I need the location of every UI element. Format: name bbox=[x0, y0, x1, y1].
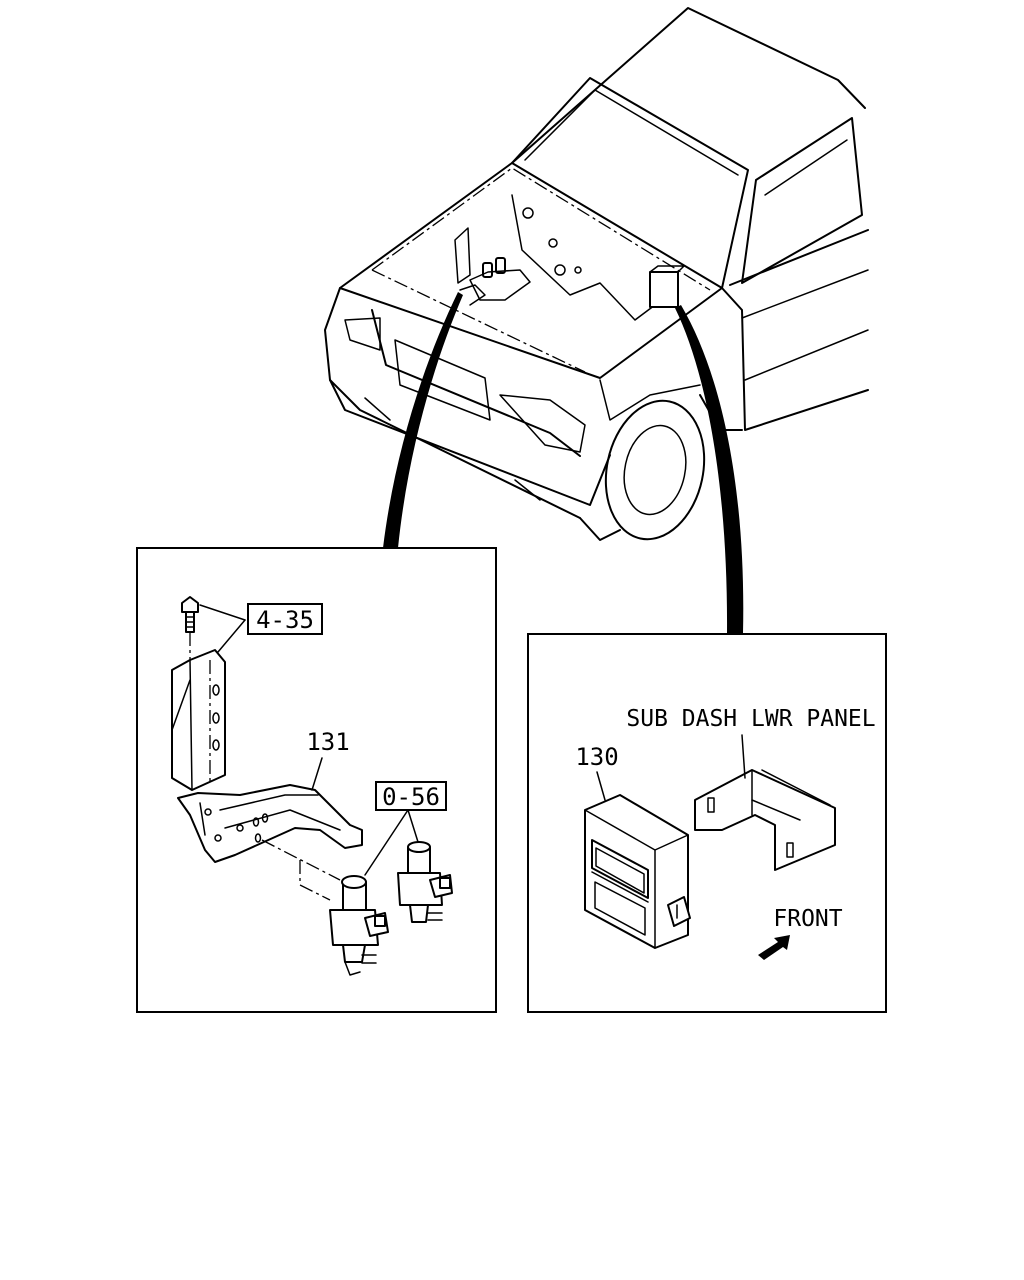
front-direction-arrow-icon bbox=[758, 935, 790, 960]
vehicle-illustration bbox=[324, 7, 869, 541]
callout-4-35: 4-35 bbox=[247, 603, 323, 635]
bolt bbox=[181, 596, 199, 660]
vacuum-solenoid-valve bbox=[397, 841, 453, 923]
callout-0-56: 0-56 bbox=[375, 781, 447, 811]
callout-0-56-text: 0-56 bbox=[382, 783, 440, 811]
front-direction-label: FRONT bbox=[773, 906, 842, 932]
bracket-detail-panel: 4-35 131 0-56 bbox=[136, 547, 497, 1013]
sub-dash-panel-label: SUB DASH LWR PANEL bbox=[626, 706, 875, 732]
module-detail-panel: SUB DASH LWR PANEL 130 FRONT bbox=[527, 633, 887, 1013]
valve-mounting-bracket bbox=[177, 784, 363, 901]
vacuum-solenoid-valve bbox=[329, 875, 389, 976]
sub-dash-lower-panel-bracket bbox=[694, 769, 836, 871]
leader-to-bracket-panel bbox=[383, 292, 463, 548]
callout-4-35-text: 4-35 bbox=[256, 606, 314, 634]
callout-131-text: 131 bbox=[306, 728, 349, 756]
callout-130-text: 130 bbox=[575, 743, 618, 771]
control-module-unit bbox=[584, 794, 691, 949]
leader-to-module-panel bbox=[675, 305, 744, 633]
vertical-support-bracket bbox=[171, 649, 226, 791]
